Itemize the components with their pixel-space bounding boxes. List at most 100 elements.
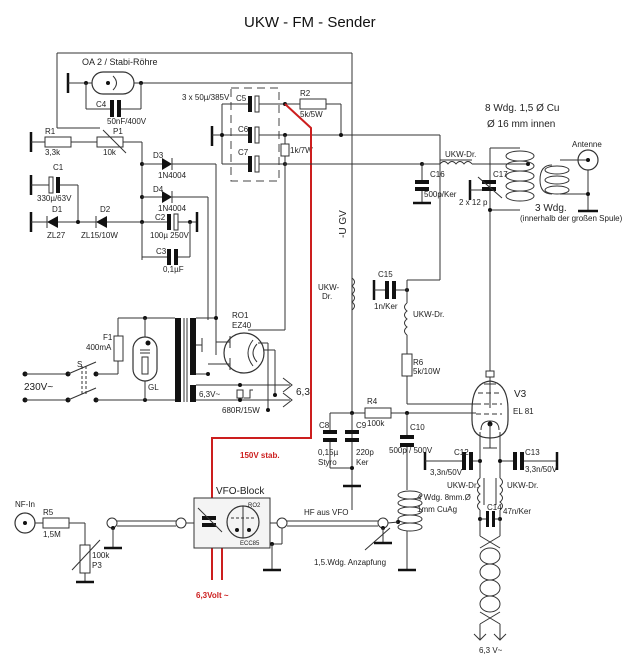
tank-info-1: 4 Wdg. 8mm.Ø: [417, 493, 471, 502]
hf-vfo-label: HF aus VFO: [304, 508, 348, 517]
f1-label: F1: [103, 333, 113, 342]
heater-6v3-label: 6,3Volt ~: [196, 591, 229, 600]
c7-label: C7: [238, 148, 249, 157]
r4-value: 100k: [367, 419, 385, 428]
c3-value: 0,1µF: [163, 265, 184, 274]
d3-label: D3: [153, 151, 164, 160]
r1-p1-divider: [29, 129, 143, 260]
heater-circuit: [196, 377, 293, 412]
ro1-label: RO1: [232, 311, 249, 320]
c2-value: 100µ 250V: [150, 231, 190, 240]
r1-label: R1: [45, 127, 56, 136]
coax-hf: [263, 517, 399, 572]
c17-value: 2 x 12 p: [459, 198, 488, 207]
c14-label: C14: [487, 503, 502, 512]
r5-label: R5: [43, 508, 54, 517]
c15-value: 1n/Ker: [374, 302, 398, 311]
ro1-type: EZ40: [232, 321, 252, 330]
c3-label: C3: [156, 247, 167, 256]
c8-value-1: 0,15µ: [318, 448, 339, 457]
c13-label: C13: [525, 448, 540, 457]
ugv-label: -U GV: [338, 210, 349, 238]
ecc85-label: ECC85: [240, 541, 260, 547]
d3-type: 1N4004: [158, 171, 187, 180]
coil-info-1: 8 Wdg. 1,5 Ø Cu: [485, 103, 559, 114]
d4-type: 1N4004: [158, 204, 187, 213]
c1-label: C1: [53, 163, 64, 172]
ukw-choke-grid: [351, 277, 355, 311]
c14-value: 47n/Ker: [503, 507, 531, 516]
r-1k-value: 1k/7W: [290, 146, 313, 155]
c4-label: C4: [96, 100, 107, 109]
d2-type: ZL15/10W: [81, 231, 118, 240]
r6-label: R6: [413, 358, 424, 367]
page-title: UKW - FM - Sender: [244, 14, 376, 31]
c2-label: C2: [155, 213, 166, 222]
filament-in-label: 6,3 V~: [479, 646, 503, 655]
c17-label: C17: [493, 170, 508, 179]
c10-value: 500p / 500V: [389, 446, 433, 455]
c12-value: 3,3n/50V: [430, 468, 463, 477]
c1-value: 330µ/63V: [37, 194, 72, 203]
p3-value: 100k: [92, 551, 110, 560]
heater-out-label: 6,3: [296, 387, 310, 398]
grid-tank-coil: [364, 490, 423, 572]
tap-label: 1,5.Wdg. Anzapfung: [314, 558, 386, 567]
stab-150v-label: 150V stab.: [240, 451, 280, 460]
c567-value: 3 x 50µ/385V: [182, 93, 230, 102]
power-tube-el81: [471, 370, 509, 478]
r6-value: 5k/10W: [413, 367, 441, 376]
output-tank: [285, 147, 599, 408]
c9-value-2: Ker: [356, 458, 369, 467]
r1-value: 3,3k: [45, 148, 61, 157]
ukw-dr-right-filament: UKW-Dr.: [507, 481, 538, 490]
c16-label: C16: [430, 170, 445, 179]
grid-circuit: [323, 407, 476, 490]
d4-label: D4: [153, 185, 164, 194]
coupling-turns: 3 Wdg.: [535, 203, 567, 214]
ro2-label: RO2: [248, 503, 261, 509]
c6-label: C6: [238, 125, 249, 134]
anode-supply: [372, 279, 476, 405]
filament-feed: [473, 477, 507, 641]
f1-value: 400mA: [86, 343, 112, 352]
nf-in-label: NF-In: [15, 500, 35, 509]
c8-label: C8: [319, 421, 330, 430]
rectifier-diodes: [140, 158, 217, 355]
switch-label: S: [77, 360, 82, 369]
coupling-note: (innerhalb der großen Spule): [520, 214, 623, 223]
r2-label: R2: [300, 89, 311, 98]
r2-value: 5k/5W: [300, 110, 323, 119]
tank-info-2: 1mm CuAg: [417, 505, 457, 514]
nf-input: [14, 512, 101, 584]
p1-label: P1: [113, 127, 123, 136]
vfo-block-label: VFO-Block: [216, 486, 265, 497]
ukw-dr-left-2: Dr.: [322, 292, 332, 301]
coax-nf: [104, 517, 194, 550]
oa2-label: OA 2 / Stabi-Röhre: [82, 57, 158, 67]
p1-value: 10k: [103, 148, 117, 157]
c10-label: C10: [410, 423, 425, 432]
v3-type: EL 81: [513, 407, 534, 416]
glow-lamp-label: GL: [148, 383, 159, 392]
ukw-dr-left-filament: UKW-Dr.: [447, 481, 478, 490]
c15-label: C15: [378, 270, 393, 279]
c8-value-2: Styro: [318, 458, 337, 467]
d1-type: ZL27: [47, 231, 66, 240]
v3-label: V3: [514, 389, 527, 400]
r680-value: 680R/15W: [222, 406, 260, 415]
c13-value: 3,3n/50V: [525, 465, 558, 474]
r4-label: R4: [367, 397, 378, 406]
ukw-dr-mid-label: UKW-Dr.: [413, 310, 444, 319]
cathode-bypass: [423, 452, 559, 470]
d1-label: D1: [52, 205, 63, 214]
ukw-dr-left-1: UKW-: [318, 283, 340, 292]
heater-secondary-label: 6,3V~: [199, 390, 220, 399]
c4-value: 50nF/400V: [107, 117, 147, 126]
c9-value-1: 220p: [356, 448, 374, 457]
p3-label: P3: [92, 561, 102, 570]
coil-info-2: Ø 16 mm innen: [487, 119, 555, 130]
c9-label: C9: [356, 421, 367, 430]
